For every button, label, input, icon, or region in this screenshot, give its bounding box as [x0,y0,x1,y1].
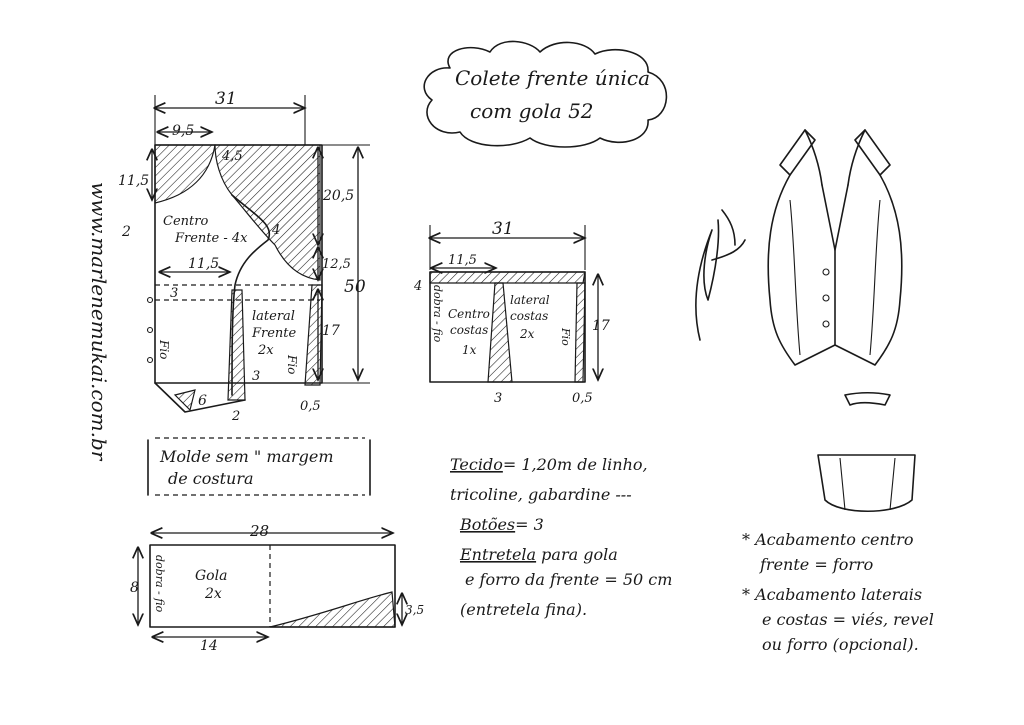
lateral-costas-line3: 2x [519,327,535,341]
front-top-small: 4,5 [221,149,243,164]
entretela-line2: e forro da frente = 50 cm [465,570,672,589]
front-mark-3-right: 3 [252,369,260,384]
back-fold-label: dobra - fio [431,285,444,343]
lateral-frente-line1: lateral [252,309,295,324]
back-height: 17 [592,318,610,334]
front-bottom-left: 6 [198,393,207,409]
front-right-upper: 20,5 [322,188,354,204]
back-mark-3: 3 [494,391,502,406]
front-mark-3-left: 3 [170,286,178,301]
note2-line3: ou forro (opcional). [762,635,919,654]
centro-costas-line2: costas [450,323,488,337]
signature [695,209,746,341]
back-mid-width: 11,5 [448,253,477,268]
entretela-label: Entretela [459,545,536,564]
collar-half-label: 14 [200,638,218,654]
tecido-line1: = 1,20m de linho, [503,455,648,474]
front-fio-left: Fio [157,339,171,359]
front-mid-width: 11,5 [188,256,219,272]
front-mark-2-left: 2 [121,224,131,240]
lateral-costas-line2: costas [510,309,548,323]
materials-text: Tecido= 1,20m de linho, tricoline, gabar… [450,455,672,619]
collar-piece-line2: 2x [204,586,222,602]
note1-line1: * Acabamento centro [742,530,913,549]
front-fio-right: Fio [285,354,299,374]
front-pattern-piece: 31 9,5 4,5 11,5 20,5 12,5 50 11,5 17 [118,89,370,424]
note-line2: de costura [168,469,254,488]
front-shoulder-hatch [154,144,216,204]
tecido-label: Tecido [450,455,503,474]
front-width-label: 31 [215,89,237,109]
centro-costas-line1: Centro [448,307,490,321]
tecido-line2: tricoline, gabardine --- [450,485,632,504]
note-line1: Molde sem " margem [159,447,334,466]
vest-button [822,320,830,328]
botoes-value: = 3 [515,515,544,534]
svg-text:Tecido= 1,20m de linho,: Tecido= 1,20m de linho, [450,455,648,474]
vest-button [822,268,830,276]
note-box: Molde sem " margem de costura [147,437,371,496]
title-line1: Colete frente única [455,66,650,90]
website-text: www.marlenemukai.com.br [87,182,111,462]
title-cloud: Colete frente única com gola 52 [423,40,668,148]
back-mark-4: 4 [413,279,422,294]
back-bottom-right: 0,5 [572,391,593,406]
back-pattern-piece: 31 11,5 17 4 3 0,5 Centro costas 1x late… [413,219,610,406]
collar-curve-label: 3,5 [405,603,424,617]
finishing-notes: * Acabamento centro frente = forro * Aca… [742,530,934,654]
entretela-line3: (entretela fina). [460,600,587,619]
entretela-line1: para gola [536,545,618,564]
front-bottom-right: 0,5 [300,399,321,414]
front-mark-4: 4 [271,223,280,238]
lateral-frente-line2: Frente [251,326,297,341]
centro-frente-line2: Frente - 4x [174,231,248,246]
lateral-costas-line1: lateral [510,293,550,307]
botoes-label: Botões [459,515,515,534]
note2-line2: e costas = viés, revel [762,610,934,629]
centro-costas-line3: 1x [462,343,477,357]
note2-line1: * Acabamento laterais [742,585,922,604]
front-right-mid: 12,5 [322,257,351,272]
lateral-frente-line3: 2x [257,343,274,358]
front-top-left: 9,5 [172,123,194,139]
collar-piece-line1: Gola [195,568,227,584]
vest-button [822,294,830,302]
centro-frente-line1: Centro [163,214,208,229]
vest-illustration [767,129,916,513]
svg-text:Entretela para gola: Entretela para gola [459,545,618,564]
note1-line2: frente = forro [759,555,873,574]
front-total-height: 50 [344,277,366,297]
back-width-label: 31 [492,219,514,239]
front-lower-right: 17 [322,323,340,339]
front-mark-2-bottom: 2 [231,409,240,424]
svg-text:Botões= 3: Botões= 3 [459,515,544,534]
front-side-left: 11,5 [118,173,149,189]
front-armhole-hatch [214,144,321,281]
collar-width-label: 28 [249,522,269,540]
collar-height-label: 8 [130,580,139,596]
back-fio-label: Fio [559,327,572,346]
collar-fold-label: dobra - fio [153,555,166,613]
collar-pattern-piece: 28 8 14 3,5 Gola 2x dobra - fio [130,522,424,654]
title-line2: com gola 52 [470,99,594,123]
